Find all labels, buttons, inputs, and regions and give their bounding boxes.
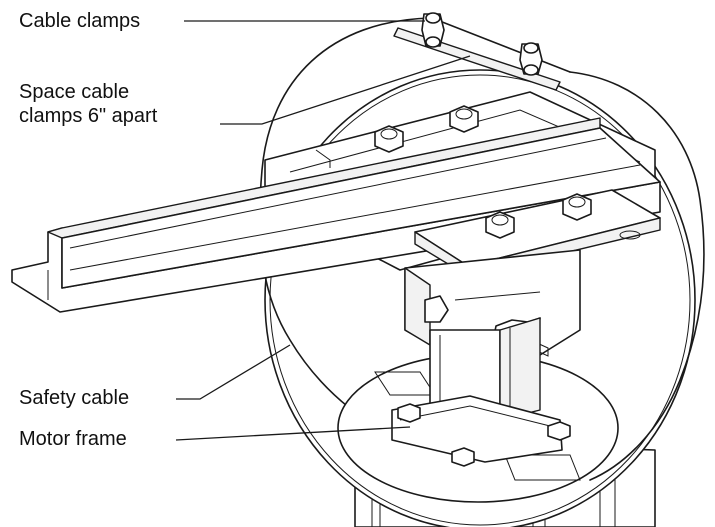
- leader-safety-cable: [176, 344, 291, 400]
- label-space-line-1: Space cable: [19, 81, 130, 103]
- label-space-line-2: clamps 6" apart: [19, 105, 158, 127]
- bolt-icon: [374, 105, 479, 153]
- leader-space-cable: [220, 55, 471, 125]
- support-post: [429, 317, 541, 421]
- label-space-cable-clamps: Space cable clamps 6" apart: [19, 80, 157, 128]
- cable-clamp-icon: [393, 12, 561, 91]
- callout-leaders: [175, 20, 471, 441]
- label-cable-clamps: Cable clamps: [19, 10, 141, 32]
- label-safety-cable: Safety cable: [19, 387, 130, 409]
- label-motor-frame: Motor frame: [19, 428, 127, 450]
- base-flange: [391, 395, 571, 467]
- bolt-icon: [485, 193, 592, 239]
- leader-motor-frame: [175, 426, 411, 441]
